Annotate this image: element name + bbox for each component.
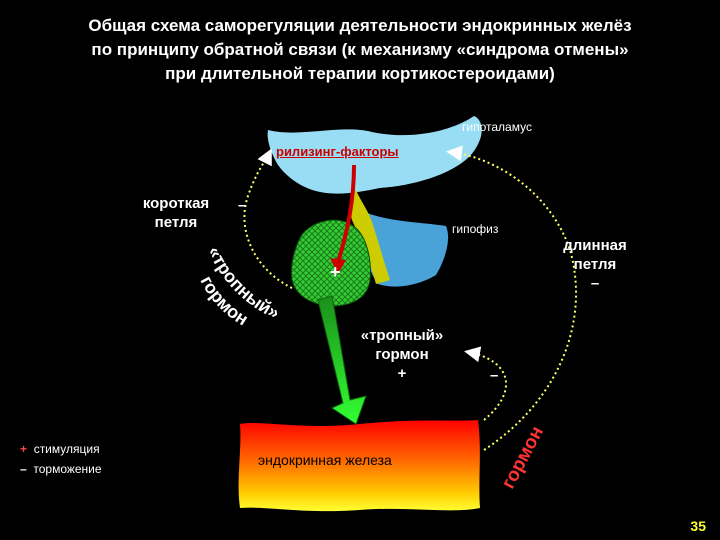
- legend-plus-sign: +: [20, 442, 28, 456]
- short-loop-minus: –: [238, 197, 247, 214]
- tropic-hormone-arrow: [317, 295, 367, 425]
- pituitary-plus-sign: +: [330, 262, 341, 282]
- page-number: 35: [690, 518, 706, 534]
- hormone-feedback-arrow: [464, 346, 508, 421]
- long-loop-arrow: [446, 145, 578, 451]
- hormone-minus-sign: –: [490, 367, 499, 384]
- pituitary-label: гипофиз: [452, 222, 499, 236]
- title-line-2: по принципу обратной связи (к механизму …: [91, 40, 629, 59]
- title-line-1: Общая схема саморегуляции деятельности э…: [88, 16, 632, 35]
- title-line-3: при длительной терапии кортикостероидами…: [165, 64, 555, 83]
- long-loop-label: длинная петля –: [563, 237, 627, 292]
- short-loop-label: короткая петля: [142, 195, 210, 231]
- pituitary-stalk-shape: [349, 190, 390, 284]
- releasing-factor-arrowhead: [330, 258, 346, 274]
- diagram-title: Общая схема саморегуляции деятельности э…: [0, 14, 720, 86]
- endocrine-gland-shape: [238, 420, 480, 512]
- endocrine-gland-label: эндокринная железа: [258, 452, 392, 468]
- hypothalamus-shape: [267, 116, 482, 194]
- legend-stimulation: + стимуляция: [20, 442, 100, 456]
- gland-hormone-label: гормон: [498, 423, 548, 492]
- releasing-factor-arrow: [336, 164, 356, 263]
- legend-minus-sign: –: [20, 462, 27, 476]
- legend-inhibition: – торможение: [20, 462, 102, 476]
- hypothalamus-label: гипоталамус: [462, 120, 532, 134]
- tropic-hormone-label: «тропный» гормон +: [360, 327, 444, 382]
- releasing-factors-label: рилизинг-факторы: [276, 144, 399, 159]
